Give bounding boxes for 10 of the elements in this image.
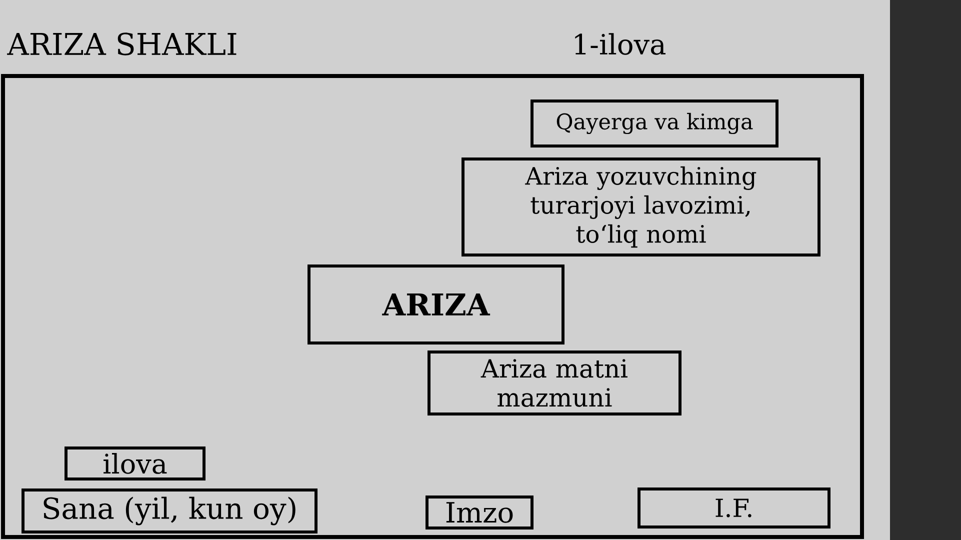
title: ARIZA SHAKLI [7, 32, 236, 56]
text-box: Sana (yil, kun oy) [22, 488, 318, 534]
text-box: Imzo [426, 496, 534, 530]
text-box: Ariza yozuvchining turarjoyi lavozimi, to‘liq nomi [462, 158, 820, 256]
heading-box: ARIZA [308, 264, 564, 344]
text-box: Qayerga va kimga [530, 100, 778, 148]
page-label: 1-ilova [575, 33, 666, 55]
text-box: ilova [64, 446, 206, 480]
text-box: Ariza matni mazmuni [428, 350, 682, 416]
text-box: I.F. [638, 488, 830, 528]
